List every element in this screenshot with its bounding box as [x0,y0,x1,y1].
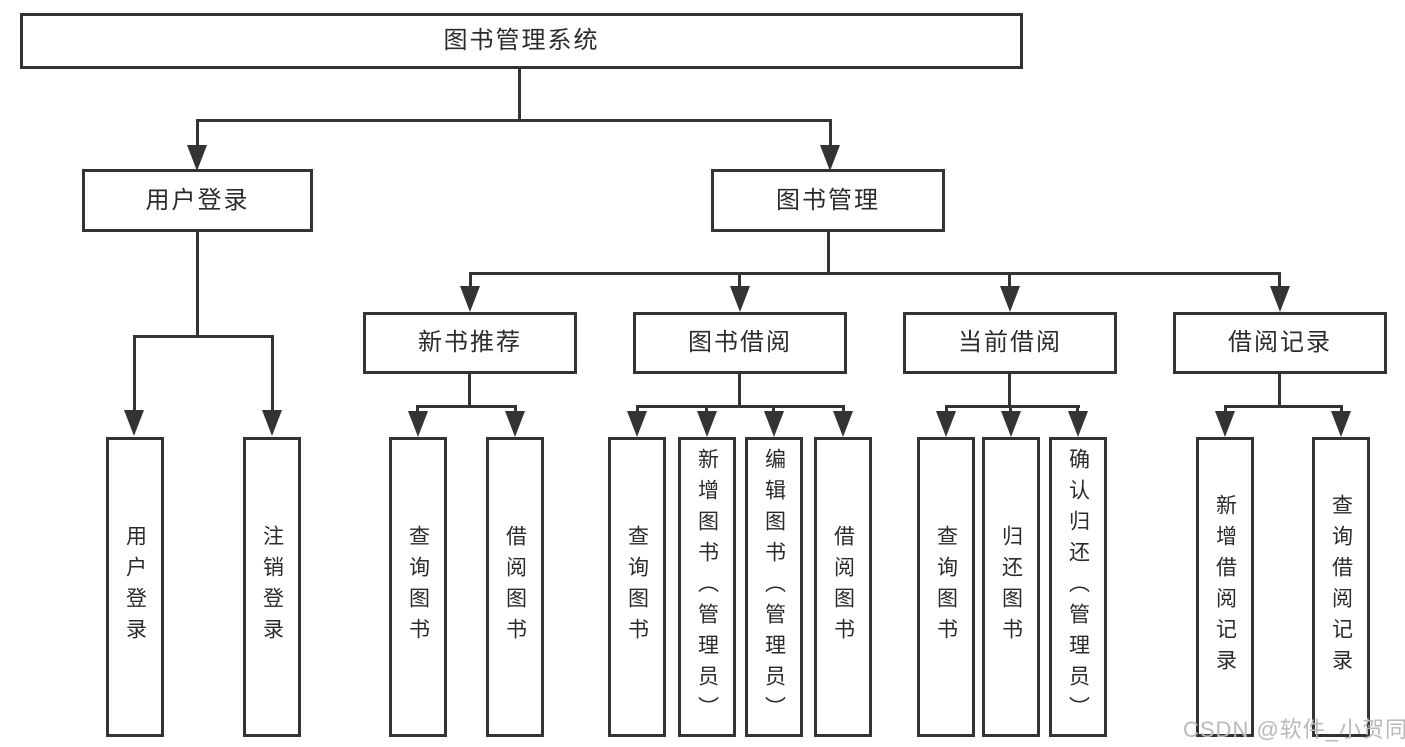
connector-line [705,405,708,414]
arrowhead-down-icon [730,286,750,312]
connector-line [1224,405,1343,408]
node-label: 查询图书 [934,525,958,649]
arrowhead-down-icon [460,286,480,312]
node-label: 查询借阅记录 [1329,494,1353,680]
connector-line [196,119,832,122]
connector-line [514,405,517,414]
node-current-borrow: 当前借阅 [903,312,1117,374]
arrowhead-down-icon [1068,411,1088,437]
connector-line [518,68,521,121]
node-user-login: 用户登录 [82,169,313,232]
connector-line [196,232,199,338]
connector-line [1008,272,1011,288]
arrowhead-down-icon [505,411,525,437]
leaf-confirm-return-admin: 确认归还（管理员） [1049,437,1107,737]
connector-line [469,272,472,288]
connector-line [636,405,845,408]
leaf-add-borrow-record: 新增借阅记录 [1196,437,1254,737]
connector-line [468,373,471,408]
node-new-book-recommend: 新书推荐 [363,312,577,374]
connector-line [1278,373,1281,408]
connector-line [738,373,741,408]
connector-line [416,405,517,408]
connector-line [829,119,832,147]
node-borrow-record: 借阅记录 [1173,312,1387,374]
watermark: CSDN @软件_小贺同学 [1183,717,1405,742]
connector-line [196,119,199,147]
connector-line [469,272,1281,275]
node-label: 当前借阅 [958,329,1062,356]
node-label: 借阅记录 [1228,329,1332,356]
arrowhead-down-icon [820,145,840,171]
arrowhead-down-icon [1270,286,1290,312]
connector-line [271,335,274,411]
arrowhead-down-icon [936,411,956,437]
arrowhead-down-icon [1000,286,1020,312]
arrowhead-down-icon [408,411,428,437]
leaf-query-books: 查询图书 [608,437,666,737]
node-label: 注销登录 [260,525,284,649]
leaf-query-borrow-record: 查询借阅记录 [1312,437,1370,737]
node-label: 用户登录 [123,525,147,649]
node-label: 确认归还（管理员） [1066,447,1090,727]
arrowhead-down-icon [627,411,647,437]
leaf-query-books: 查询图书 [389,437,447,737]
connector-line [1278,272,1281,288]
node-label: 借阅图书 [831,525,855,649]
arrowhead-down-icon [764,411,784,437]
node-label: 查询图书 [625,525,649,649]
leaf-borrow-books: 借阅图书 [486,437,544,737]
arrowhead-down-icon [697,411,717,437]
node-label: 图书管理系统 [443,27,600,54]
leaf-add-book-admin: 新增图书（管理员） [678,437,736,737]
connector-line [1009,405,1012,414]
connector-line [827,232,830,275]
node-label: 借阅图书 [503,525,527,649]
node-label: 新书推荐 [418,329,522,356]
connector-line [1076,405,1079,414]
node-book-management-system: 图书管理系统 [20,13,1023,69]
node-label: 归还图书 [999,525,1023,649]
connector-line [133,335,274,338]
leaf-edit-book-admin: 编辑图书（管理员） [745,437,803,737]
node-label: 查询图书 [406,525,430,649]
connector-line [1340,405,1343,414]
leaf-query-books: 查询图书 [917,437,975,737]
node-book-management: 图书管理 [711,169,945,232]
leaf-borrow-books: 借阅图书 [814,437,872,737]
arrowhead-down-icon [1331,411,1351,437]
connector-line [636,405,639,414]
connector-line [1008,373,1011,408]
node-label: 用户登录 [145,186,250,214]
arrowhead-down-icon [1001,411,1021,437]
arrowhead-down-icon [833,411,853,437]
node-label: 编辑图书（管理员） [762,447,786,727]
connector-line [842,405,845,414]
connector-line [945,405,1080,408]
node-label: 图书借阅 [688,329,792,356]
node-label: 新增图书（管理员） [695,447,719,727]
connector-line [1224,405,1227,414]
connector-line [772,405,775,414]
connector-line [945,405,948,414]
connector-line [416,405,419,414]
node-label: 新增借阅记录 [1213,494,1237,680]
arrowhead-down-icon [262,410,282,436]
connector-line [738,272,741,288]
leaf-user-login: 用户登录 [106,437,164,737]
node-book-borrow: 图书借阅 [633,312,847,374]
leaf-return-book: 归还图书 [982,437,1040,737]
node-label: 图书管理 [776,186,880,214]
arrowhead-down-icon [124,410,144,436]
arrowhead-down-icon [187,145,207,171]
leaf-logout: 注销登录 [243,437,301,737]
arrowhead-down-icon [1215,411,1235,437]
connector-line [133,335,136,411]
